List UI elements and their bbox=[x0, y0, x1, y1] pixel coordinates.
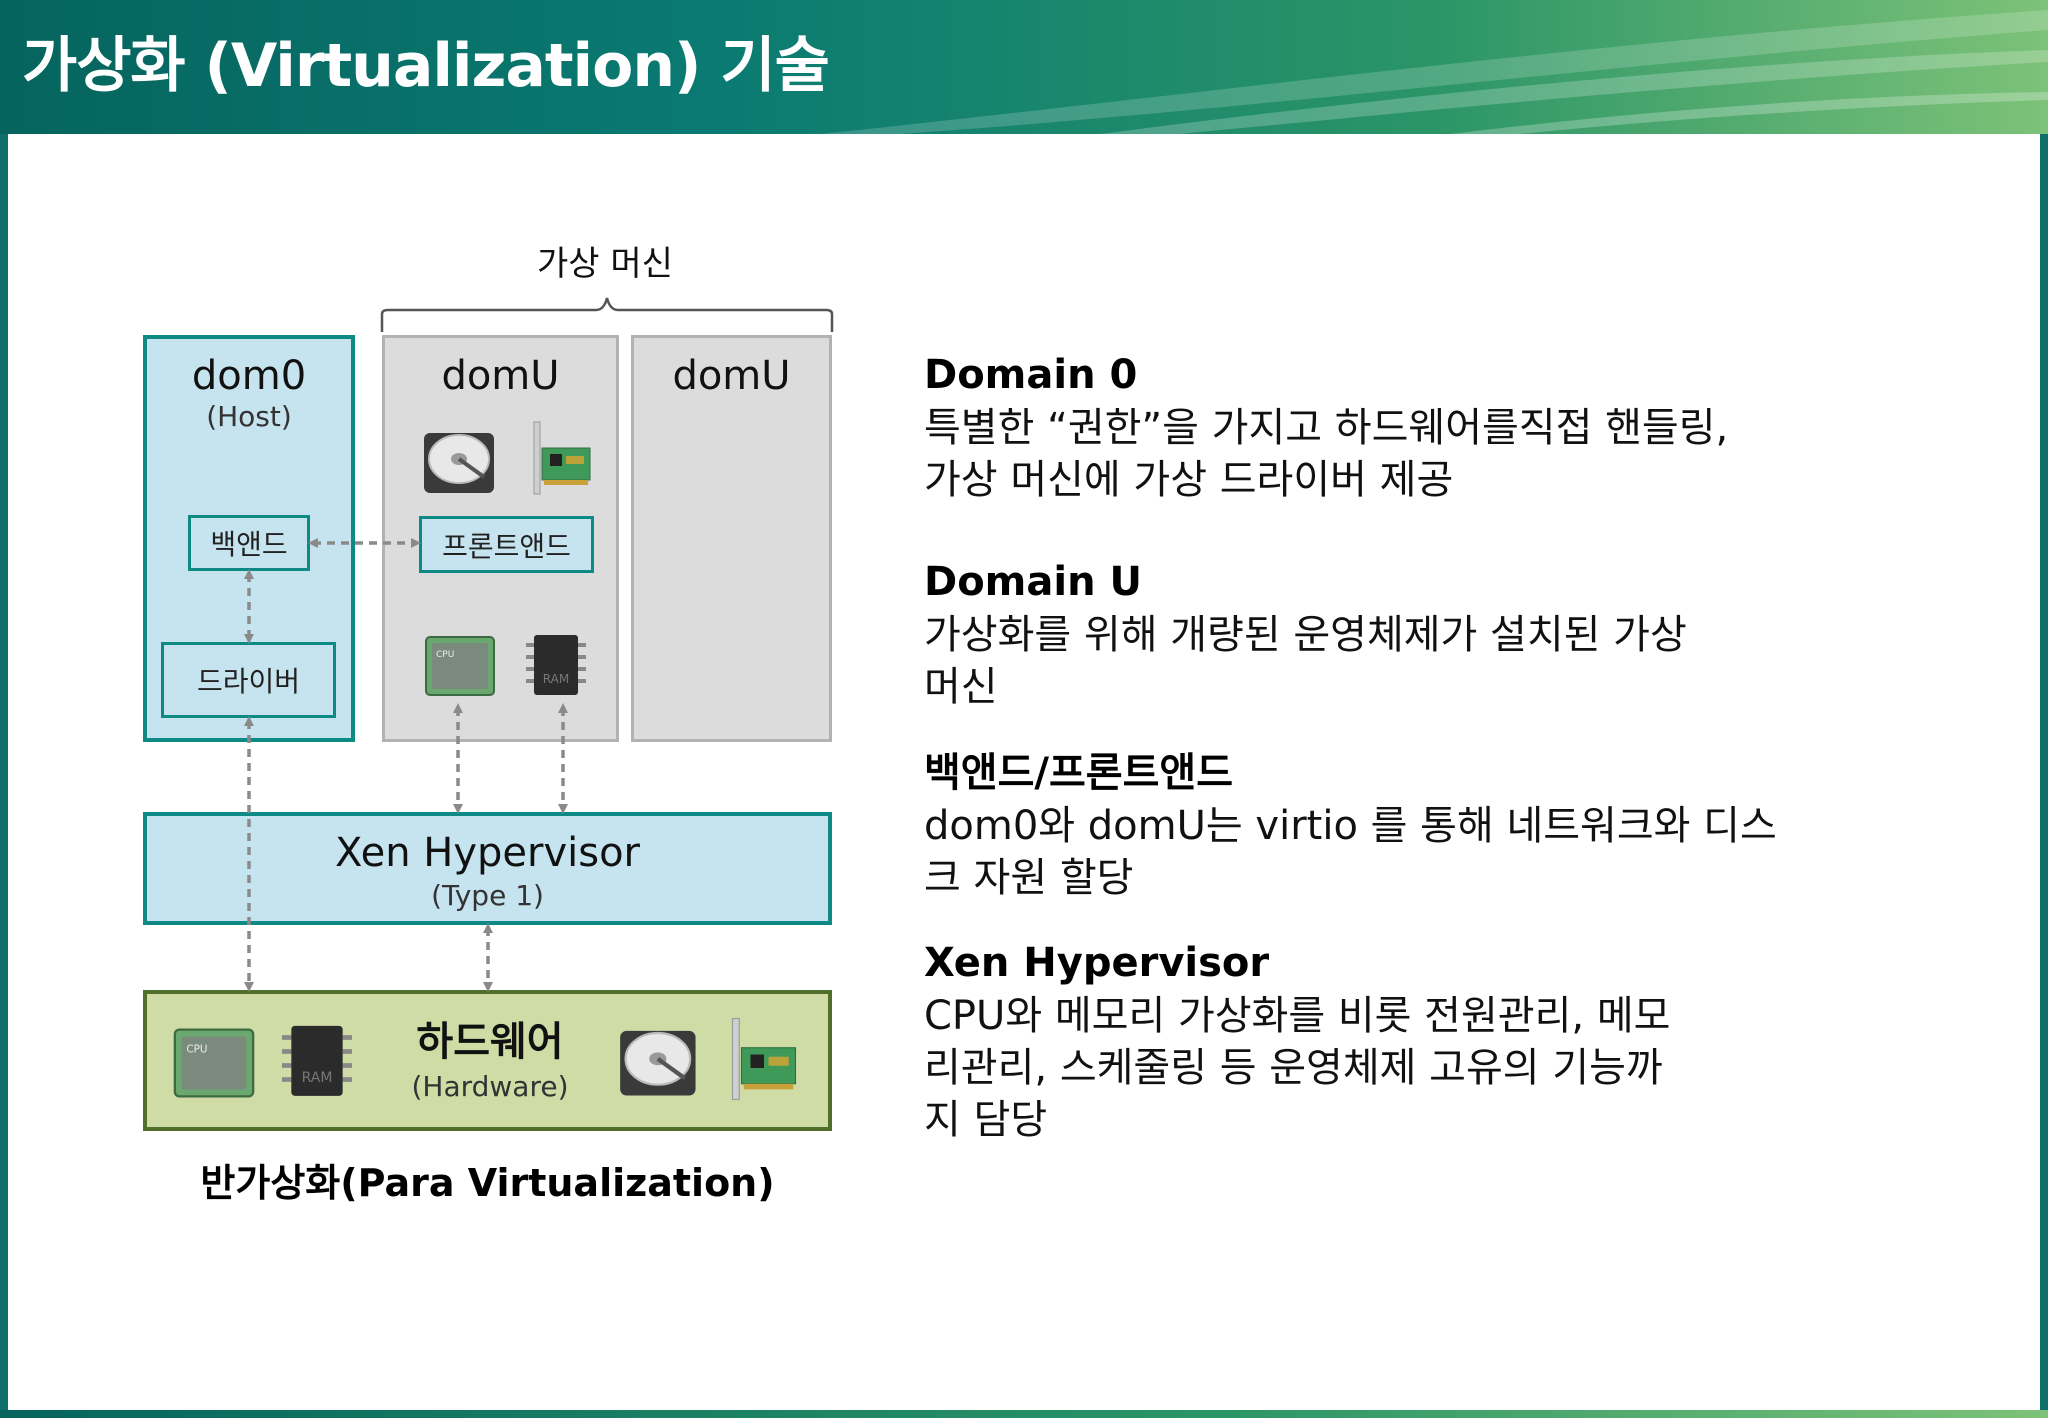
vm-group-brace bbox=[380, 297, 834, 332]
desc-line: 특별한 “권한”을 가지고 하드웨어를직접 핸들링, bbox=[924, 405, 1729, 451]
hardware-cpu-icon-label: CPU bbox=[186, 1044, 207, 1056]
network-card-icon bbox=[533, 421, 591, 495]
hardware-title: 하드웨어 bbox=[416, 1019, 564, 1065]
desc-heading-backend-frontend: 백앤드/프론트앤드 bbox=[924, 750, 1234, 796]
hypervisor-box bbox=[143, 812, 832, 925]
cpu-icon-label: CPU bbox=[436, 650, 454, 660]
desc-line: 가상 머신에 가상 드라이버 제공 bbox=[924, 457, 1454, 503]
desc-line: 리관리, 스케줄링 등 운영체제 고유의 기능까 bbox=[924, 1045, 1663, 1091]
hypervisor-subtitle: (Type 1) bbox=[431, 879, 544, 912]
desc-heading-domainu: Domain U bbox=[924, 559, 1142, 605]
diagram-arrows bbox=[244, 538, 568, 992]
domu-1-title: domU bbox=[441, 353, 560, 399]
hardware-ram-chip-icon: RAM bbox=[282, 1025, 352, 1096]
hypervisor-title: Xen Hypervisor bbox=[334, 830, 641, 876]
vm-group-label: 가상 머신 bbox=[537, 244, 673, 284]
backend-label: 백앤드 bbox=[210, 528, 288, 561]
desc-heading-xen-hypervisor: Xen Hypervisor bbox=[924, 940, 1270, 986]
dom0-title: dom0 bbox=[191, 353, 307, 399]
desc-line: 머신 bbox=[924, 664, 998, 710]
dom0-subtitle: (Host) bbox=[206, 400, 292, 433]
bottom-band bbox=[0, 1410, 2048, 1418]
hardware-cpu-icon: CPU bbox=[173, 1028, 255, 1098]
driver-label: 드라이버 bbox=[196, 665, 301, 698]
hardware-ram-icon-label: RAM bbox=[302, 1070, 333, 1086]
domu-2-title: domU bbox=[672, 353, 791, 399]
desc-line: 가상화를 위해 개량된 운영체제가 설치된 가상 bbox=[924, 612, 1687, 658]
frontend-box: 프론트앤드 bbox=[419, 516, 594, 573]
banner-swoosh-decoration bbox=[820, 10, 2048, 134]
desc-line: 크 자원 할당 bbox=[924, 855, 1134, 901]
hardware-network-card-icon bbox=[731, 1017, 797, 1101]
title-banner: 가상화 (Virtualization) 기술 bbox=[0, 0, 2048, 134]
diagram-caption: 반가상화(Para Virtualization) bbox=[200, 1161, 775, 1205]
frontend-label: 프론트앤드 bbox=[442, 529, 571, 563]
desc-line: 지 담당 bbox=[924, 1097, 1048, 1143]
desc-line: dom0와 domU는 virtio 를 통해 네트워크와 디스 bbox=[924, 803, 1777, 849]
hard-disk-icon bbox=[424, 433, 494, 493]
ram-chip-icon: RAM bbox=[526, 635, 586, 695]
desc-line: CPU와 메모리 가상화를 비롯 전원관리, 메모 bbox=[924, 993, 1671, 1039]
page-title: 가상화 (Virtualization) 기술 bbox=[22, 31, 830, 101]
hardware-hard-disk-icon bbox=[620, 1030, 696, 1096]
hardware-subtitle: (Hardware) bbox=[411, 1070, 569, 1103]
cpu-icon: CPU bbox=[425, 636, 495, 696]
driver-box: 드라이버 bbox=[161, 642, 336, 718]
ram-icon-label: RAM bbox=[543, 672, 569, 686]
hardware-box bbox=[143, 990, 832, 1131]
domu-box-2 bbox=[631, 335, 832, 742]
desc-heading-domain0: Domain 0 bbox=[924, 352, 1138, 398]
